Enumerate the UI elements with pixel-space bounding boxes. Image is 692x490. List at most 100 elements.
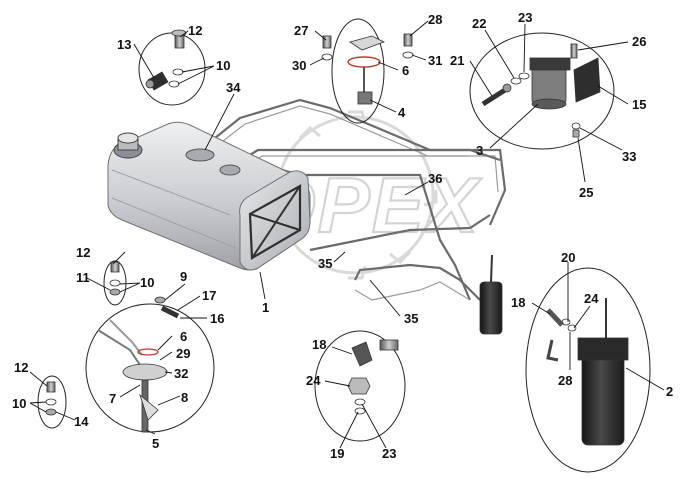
washer-10-a bbox=[172, 68, 184, 76]
leader-9 bbox=[157, 395, 181, 406]
washer-24-b bbox=[561, 318, 571, 326]
sender-flange bbox=[349, 35, 386, 51]
label-23-left: 19 bbox=[330, 446, 344, 461]
bolt-27 bbox=[570, 43, 578, 59]
prefilter-3 bbox=[531, 65, 567, 105]
label-34: 34 bbox=[226, 80, 241, 95]
washer-31 bbox=[402, 51, 414, 59]
callout-ring-bolt-14 bbox=[37, 375, 67, 429]
leader-20 bbox=[469, 60, 493, 97]
parts-cap-group bbox=[145, 29, 187, 91]
tank-seam bbox=[111, 169, 237, 249]
leader-12a bbox=[179, 30, 189, 38]
label-10-top: 10 bbox=[216, 58, 230, 73]
bolt-28-left bbox=[322, 35, 332, 49]
nut-26 bbox=[572, 129, 580, 138]
parts-prefilter-group bbox=[481, 43, 601, 138]
label-12-mid: 12 bbox=[76, 245, 90, 260]
fitting-16-17 bbox=[160, 305, 180, 319]
leader-23a bbox=[339, 411, 359, 449]
label-31: 31 bbox=[428, 53, 442, 68]
tank-intake-port bbox=[219, 164, 241, 176]
washer-23-b bbox=[567, 324, 577, 332]
leader-lines bbox=[29, 20, 665, 449]
callout-ring-prefilter bbox=[469, 32, 615, 150]
bolt-28-right bbox=[403, 33, 413, 47]
filter-small-stem bbox=[490, 254, 493, 283]
label-15: 15 bbox=[632, 97, 646, 112]
fuel-pipe-bend bbox=[546, 339, 559, 362]
washer-21 bbox=[510, 77, 522, 85]
leader-18a bbox=[331, 346, 353, 355]
leader-21 bbox=[484, 29, 515, 79]
leader-32 bbox=[164, 371, 173, 374]
callout-ring-fittings bbox=[314, 330, 406, 442]
washer-30 bbox=[321, 53, 333, 61]
label-5: 5 bbox=[152, 436, 159, 451]
intake-tube-a bbox=[97, 329, 141, 366]
label-10-bottom: 10 bbox=[12, 396, 26, 411]
washer-22 bbox=[518, 72, 530, 80]
leader-8 bbox=[164, 283, 186, 301]
label-35-left: 35 bbox=[318, 256, 332, 271]
washer-8 bbox=[154, 296, 166, 304]
label-1: 1 bbox=[262, 300, 269, 315]
tank-end-bracket-cross bbox=[249, 185, 301, 259]
label-24-left: 23 bbox=[382, 446, 396, 461]
leader-11 bbox=[86, 277, 111, 291]
bracket-15 bbox=[573, 57, 601, 103]
leader-35a bbox=[369, 279, 401, 317]
bolt-12-bottom bbox=[46, 381, 56, 393]
parts-intake-group bbox=[97, 296, 180, 433]
intake-tube-b bbox=[109, 319, 143, 356]
leader-10b bbox=[119, 282, 141, 293]
leader-28b bbox=[409, 20, 429, 37]
fuel-line-supply bbox=[199, 98, 507, 226]
leader-17 bbox=[177, 295, 201, 311]
leader-28a bbox=[314, 30, 327, 41]
label-9: 8 bbox=[181, 390, 188, 405]
banjo-18 bbox=[351, 341, 373, 367]
gasket-6-bottom bbox=[137, 348, 159, 356]
label-3: 3 bbox=[476, 143, 483, 158]
label-10-mid: 10 bbox=[140, 275, 154, 290]
washer-10-d bbox=[45, 398, 57, 406]
bolt-12-mid bbox=[110, 261, 120, 273]
gasket-6-top bbox=[347, 56, 381, 68]
leader-6b bbox=[157, 335, 173, 351]
leader-30 bbox=[309, 57, 325, 66]
leader-25 bbox=[324, 380, 351, 387]
label-35-right: 35 bbox=[404, 311, 418, 326]
washer-23-a bbox=[354, 407, 366, 415]
label-16: 16 bbox=[210, 311, 224, 326]
leader-18b bbox=[531, 302, 551, 315]
label-18-left: 18 bbox=[312, 337, 326, 352]
washer-33 bbox=[571, 122, 581, 130]
fuel-line-35-lower bbox=[354, 281, 471, 301]
label-27: 26 bbox=[632, 34, 646, 49]
tank-sender-port bbox=[185, 148, 215, 162]
label-7: 7 bbox=[109, 391, 116, 406]
leader-24a bbox=[361, 403, 387, 449]
callout-ring-bolt-11 bbox=[103, 260, 127, 306]
leader-3 bbox=[489, 103, 539, 149]
leader-34 bbox=[204, 93, 235, 151]
leader-31 bbox=[411, 54, 427, 61]
leader-10c bbox=[29, 401, 47, 413]
label-32: 32 bbox=[174, 366, 188, 381]
fuel-line-35 bbox=[354, 263, 481, 301]
filter-small bbox=[479, 281, 503, 335]
parts-bolt-11-group bbox=[109, 261, 121, 296]
leader-33 bbox=[579, 127, 623, 151]
label-25: 24 bbox=[306, 373, 321, 388]
parts-fittings-group bbox=[347, 339, 399, 415]
label-28-right: 28 bbox=[428, 12, 442, 27]
label-29: 29 bbox=[176, 346, 190, 361]
leader-4 bbox=[369, 99, 397, 113]
intake-flange bbox=[122, 363, 168, 381]
washer-24-a bbox=[354, 398, 366, 406]
leader-7 bbox=[119, 384, 141, 398]
callout-ring-main-filter bbox=[525, 267, 651, 473]
banjo-18-right bbox=[546, 308, 564, 327]
